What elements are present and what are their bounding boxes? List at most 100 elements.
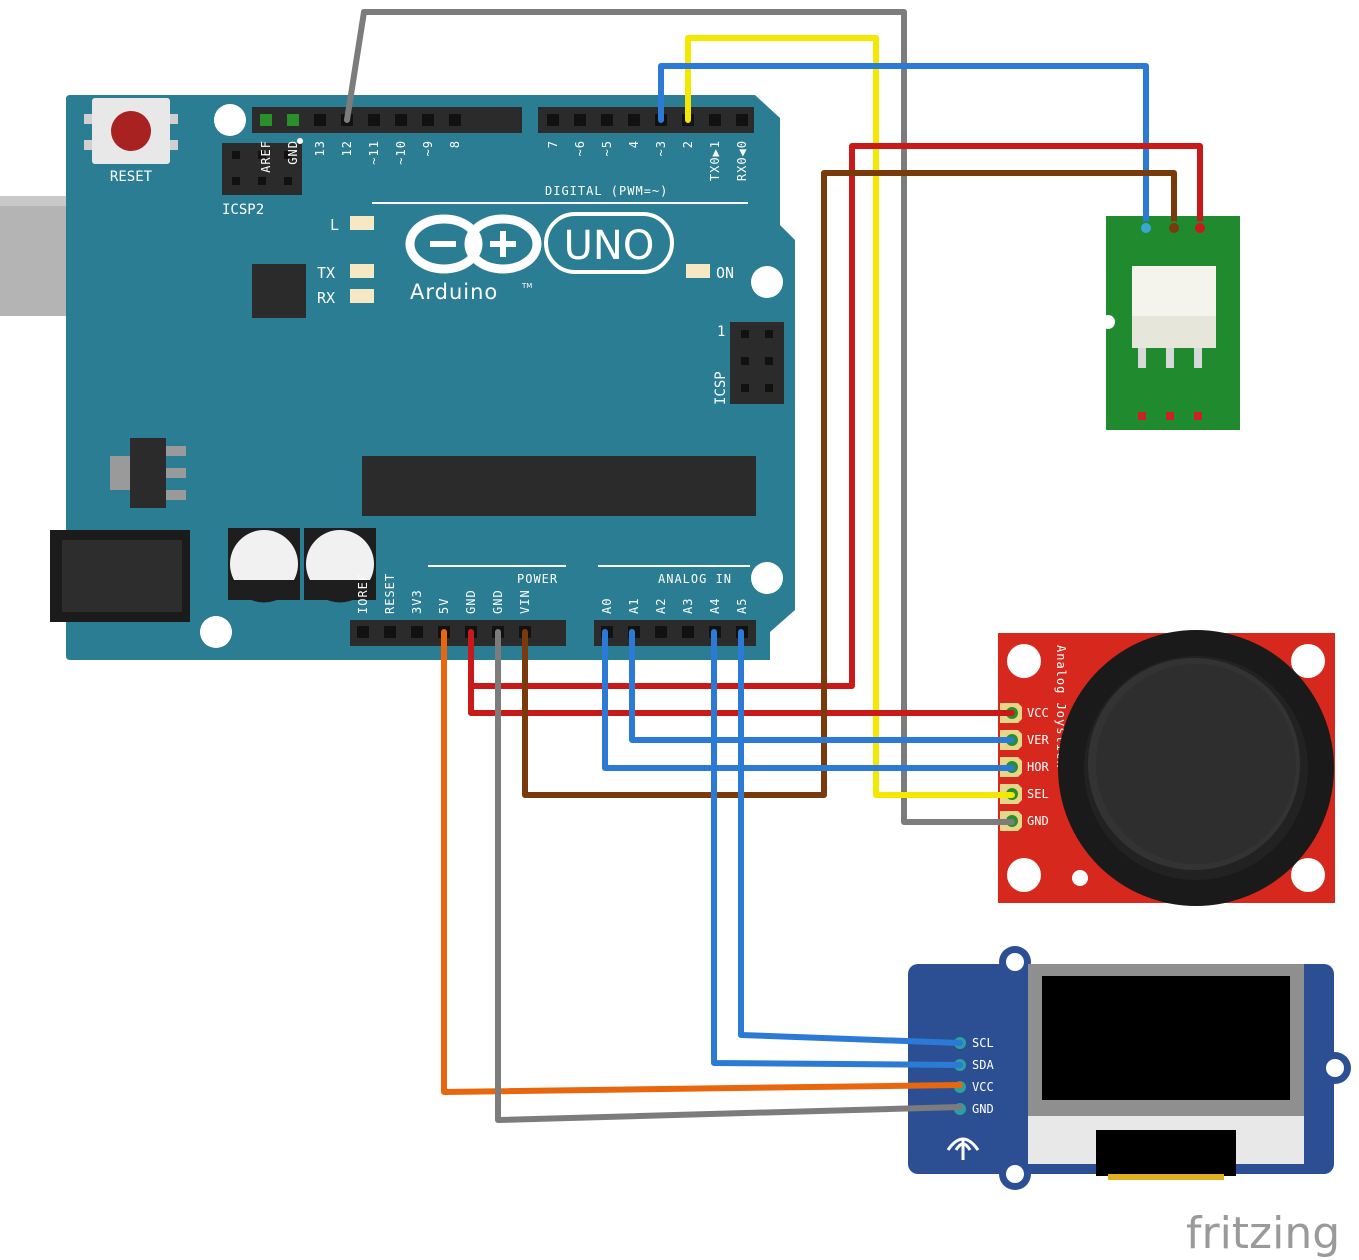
reset-label: RESET	[110, 169, 153, 185]
wire-a1-ver	[629, 629, 1015, 743]
header-pin[interactable]	[574, 114, 586, 126]
led-l	[350, 216, 374, 230]
pin-label: ~9	[421, 140, 435, 156]
power-header	[350, 620, 566, 646]
wire-a4-sda	[711, 629, 963, 1068]
wire-gnd-top	[344, 9, 1015, 825]
digital-header-right	[538, 107, 754, 133]
led-l-label: L	[330, 216, 339, 234]
pin-label: 3V3	[410, 589, 424, 614]
uno-badge	[544, 212, 674, 274]
icsp-pin1-label: 1	[717, 324, 725, 340]
led-rx	[350, 289, 374, 303]
icsp2-label: ICSP2	[222, 202, 264, 218]
pin-label: ~10	[394, 140, 408, 165]
pin-label: VIN	[518, 589, 532, 614]
joystick-pin-label: HOR	[1027, 760, 1049, 774]
pin-label: 12	[340, 140, 354, 156]
header-pin[interactable]	[547, 114, 559, 126]
grove-logo	[946, 1137, 980, 1160]
pin-label: GND	[286, 140, 300, 165]
led-rx-label: RX	[317, 289, 335, 307]
joystick-pin-label: VER	[1027, 733, 1049, 747]
oled-pin-label: SDA	[972, 1058, 994, 1072]
arduino-logo	[405, 214, 542, 274]
header-pin[interactable]	[411, 626, 423, 638]
mounting-hole	[751, 266, 783, 298]
atmega-chip	[362, 456, 756, 516]
joystick-pin-label: GND	[1027, 814, 1049, 828]
pin-label: GND	[491, 589, 505, 614]
oled-pin-label: GND	[972, 1102, 994, 1116]
icsp2-header	[222, 143, 302, 195]
pin-label: A0	[600, 598, 614, 614]
wire-a0-hor	[602, 629, 1015, 771]
header-pin[interactable]	[368, 114, 380, 126]
header-pin[interactable]	[287, 114, 299, 126]
header-pin[interactable]	[314, 114, 326, 126]
pin-label: 5V	[437, 598, 451, 614]
header-pin[interactable]	[357, 626, 369, 638]
wire-5v-sensor	[468, 143, 1203, 689]
trademark: TM	[521, 282, 532, 290]
analog-header	[594, 620, 756, 646]
header-pin[interactable]	[395, 114, 407, 126]
pin-label: 2	[681, 140, 695, 148]
icsp-label: ICSP	[713, 371, 729, 405]
pin-label: 13	[313, 140, 327, 156]
power-title: POWER	[517, 572, 558, 586]
uno-label: UNO	[564, 223, 655, 269]
pin-label: ~3	[654, 140, 668, 156]
header-pin[interactable]	[449, 114, 461, 126]
wire-a5-scl	[738, 629, 963, 1046]
led-tx-label: TX	[317, 264, 335, 282]
pin-label: RX0◀0	[735, 140, 749, 181]
oled-pin-label: SCL	[972, 1036, 994, 1050]
wire-gnd-sensor	[522, 170, 1177, 798]
icsp-header	[730, 322, 784, 404]
board-outline	[66, 95, 795, 660]
pin-label: A3	[681, 598, 695, 614]
header-pin[interactable]	[655, 626, 667, 638]
header-pin[interactable]	[422, 114, 434, 126]
header-pin[interactable]	[709, 114, 721, 126]
led-on	[686, 264, 710, 278]
pin-label: ~6	[573, 140, 587, 156]
pin-label: A1	[627, 598, 641, 614]
mounting-hole	[200, 616, 232, 648]
header-pin[interactable]	[736, 114, 748, 126]
wire-3v3-vcc	[441, 629, 963, 1095]
capacitor	[228, 528, 300, 603]
header-pin[interactable]	[260, 114, 272, 126]
analog-title: ANALOG IN	[658, 572, 732, 586]
pin-label: 4	[627, 140, 641, 148]
pin-label: 8	[448, 140, 462, 148]
header-pin[interactable]	[601, 114, 613, 126]
pin-label: A4	[708, 598, 722, 614]
pin-label: AREF	[259, 140, 273, 173]
voltage-regulator	[110, 438, 186, 508]
joystick-pin-label: VCC	[1027, 706, 1049, 720]
mounting-hole	[751, 562, 783, 594]
header-pin[interactable]	[682, 626, 694, 638]
pin-label: ~5	[600, 140, 614, 156]
mounting-hole	[214, 104, 246, 136]
pin-label: A5	[735, 598, 749, 614]
oled-screen	[1042, 976, 1290, 1100]
wires	[344, 9, 1203, 1123]
led-on-label: ON	[716, 264, 734, 282]
joystick-pin-label: SEL	[1027, 787, 1049, 801]
header-pin[interactable]	[628, 114, 640, 126]
pin-label: A2	[654, 598, 668, 614]
capacitor	[304, 528, 376, 603]
digital-title: DIGITAL (PWM=~)	[545, 184, 668, 198]
header-pin[interactable]	[384, 626, 396, 638]
pin-label: 7	[546, 140, 560, 148]
wire-5v-vcc	[468, 629, 1015, 716]
led-tx	[350, 264, 374, 278]
sensor-module	[1101, 216, 1240, 430]
